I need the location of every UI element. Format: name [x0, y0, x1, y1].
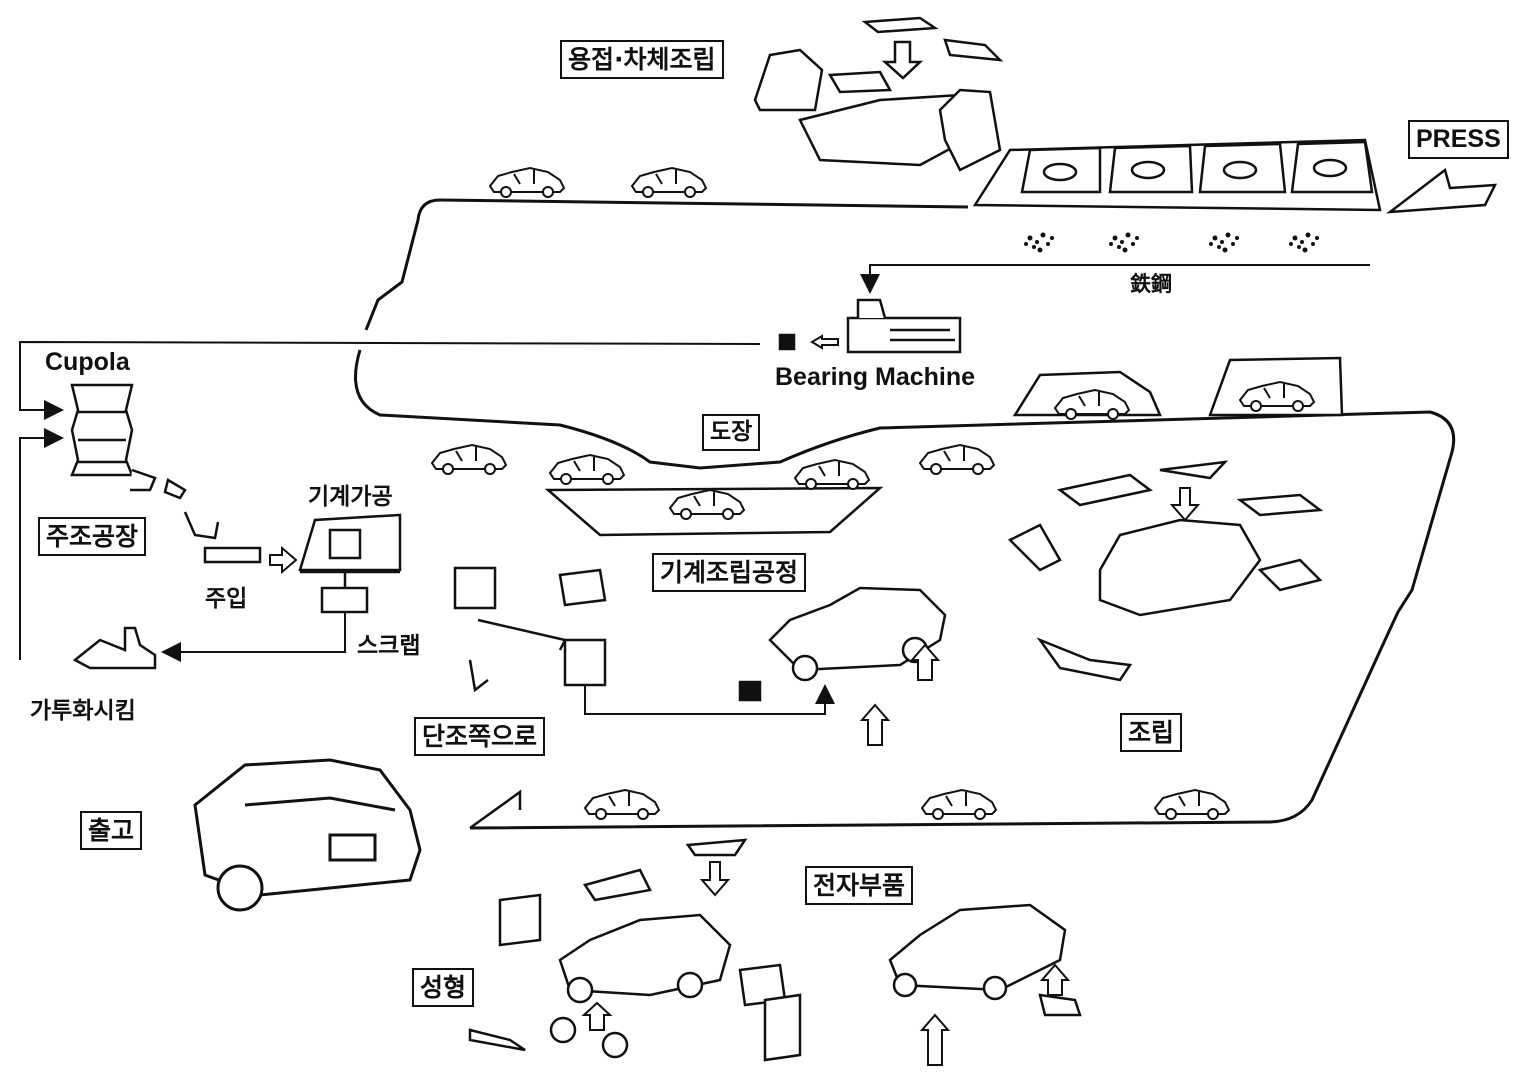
- shipping-car-icon: [195, 760, 420, 910]
- assembly-label: 조립: [1120, 713, 1182, 752]
- painting-label: 도장: [702, 414, 760, 451]
- press-label: PRESS: [1408, 120, 1509, 159]
- furnace-cell-icon: [75, 628, 155, 668]
- pouring-label: 주입: [205, 588, 247, 611]
- engine-assembly-icon: [455, 568, 605, 690]
- electronics-car-icon: [890, 905, 1080, 1015]
- forging-label: 단조쪽으로: [414, 717, 545, 756]
- body-assembly-icon: [755, 18, 1000, 170]
- electronics-label: 전자부품: [805, 866, 913, 905]
- steel-label: 鉄鋼: [1130, 274, 1172, 295]
- cupola-icon: [72, 385, 155, 490]
- foundry-label: 주조공장: [38, 517, 146, 556]
- car-body-icon: [490, 168, 706, 197]
- finished-car-icon: [585, 790, 1229, 819]
- machine-assembly-label: 기계조립공정: [652, 553, 806, 592]
- painted-car-icon: [432, 445, 994, 519]
- bearing-machine-label: Bearing Machine: [775, 365, 975, 390]
- molding-car-icon: [470, 840, 800, 1060]
- machining-label: 기계가공: [308, 486, 393, 509]
- shipping-label: 출고: [80, 811, 142, 850]
- steel-material-icon: [1024, 233, 1319, 253]
- welding-label: 용접·차체조립: [560, 40, 724, 79]
- sedan-body-icon: [740, 588, 945, 700]
- scrap-label: 스크랩: [357, 635, 420, 658]
- molding-label: 성형: [412, 968, 474, 1007]
- furnace-label: 가투화시킴: [30, 700, 136, 723]
- cupola-label: Cupola: [45, 350, 130, 375]
- machining-icon: [300, 515, 400, 612]
- bearing-machine-icon: [780, 300, 960, 352]
- exploded-body-icon: [1010, 462, 1320, 680]
- ladle-icon: [165, 480, 260, 562]
